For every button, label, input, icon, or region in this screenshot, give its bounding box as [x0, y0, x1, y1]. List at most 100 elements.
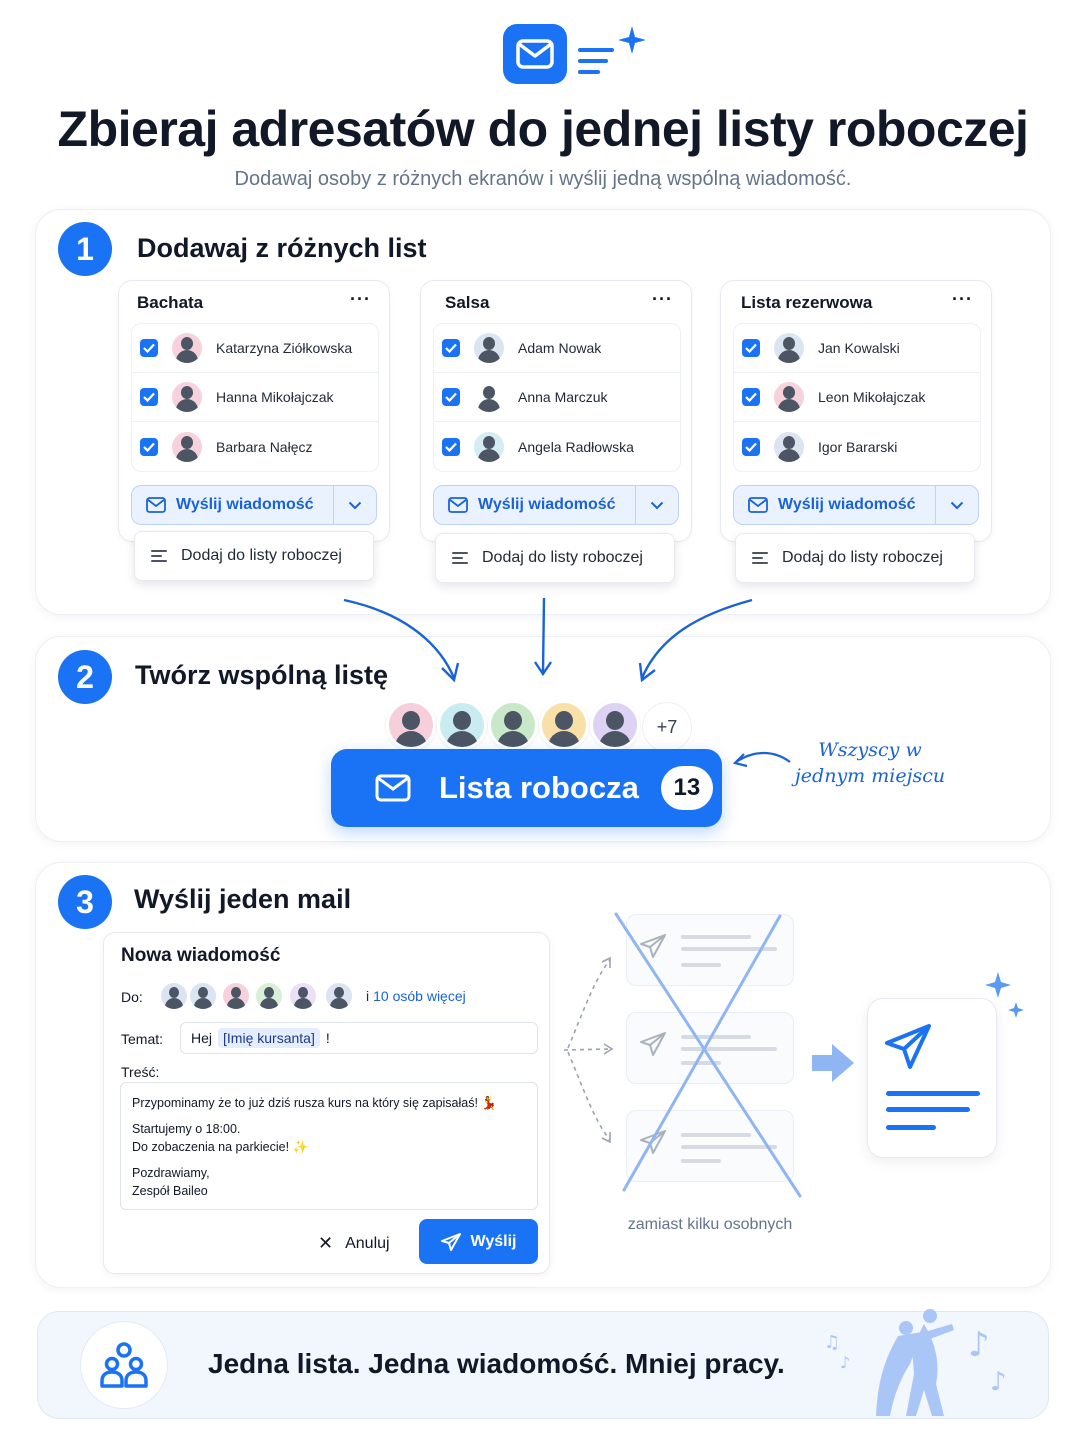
member-row[interactable]: Leon Mikołajczak	[734, 373, 980, 422]
send-message-label: Wyślij wiadomość	[176, 496, 314, 513]
dashed-split-arrows	[563, 956, 614, 1144]
cross-out-icon	[614, 912, 802, 1198]
subject-prefix: Hej	[191, 1030, 213, 1046]
add-to-draft-label: Dodaj do listy roboczej	[482, 549, 643, 566]
draft-list-button[interactable]: Lista robocza 13	[331, 749, 722, 827]
avatar	[774, 382, 804, 412]
instead-caption: zamiast kilku osobnych	[627, 1216, 793, 1233]
step1-badge: 1	[58, 222, 112, 276]
cancel-button[interactable]: ✕ Anuluj	[318, 1233, 390, 1254]
member-row[interactable]: Hanna Mikołajczak	[132, 373, 378, 422]
member-name: Igor Bararski	[818, 438, 898, 455]
list-card-reserve: Lista rezerwowa ··· Jan Kowalski Leon Mi…	[720, 280, 992, 542]
avatar	[774, 333, 804, 363]
chevron-down-icon[interactable]	[636, 501, 678, 510]
checkbox-checked-icon[interactable]	[140, 437, 158, 456]
member-row[interactable]: Igor Bararski	[734, 422, 980, 471]
envelope-logo-icon	[503, 24, 567, 84]
step2-badge: 2	[58, 650, 112, 704]
more-menu-icon[interactable]: ···	[350, 289, 371, 309]
footer-banner: Jedna lista. Jedna wiadomość. Mniej prac…	[37, 1309, 1049, 1419]
paper-plane-icon	[640, 1032, 666, 1056]
envelope-icon	[448, 497, 468, 513]
send-button[interactable]: Wyślij	[419, 1219, 538, 1264]
checkbox-checked-icon[interactable]	[140, 339, 158, 357]
body-line: Przypominamy że to już dziś rusza kurs n…	[132, 1096, 497, 1110]
member-name: Barbara Nałęcz	[216, 438, 313, 455]
message-body-textarea[interactable]: Przypominamy że to już dziś rusza kurs n…	[120, 1082, 538, 1210]
checkbox-checked-icon[interactable]	[442, 339, 460, 357]
chevron-down-icon[interactable]	[936, 501, 978, 510]
avatar	[290, 983, 316, 1009]
step1-title: Dodawaj z różnych list	[137, 233, 427, 263]
list-icon	[151, 550, 167, 562]
flow-arrows	[343, 597, 753, 683]
member-row[interactable]: Adam Nowak	[434, 324, 680, 373]
separate-email-card	[626, 1110, 794, 1182]
avatar	[172, 382, 202, 412]
dancing-couple-icon: ♫ ♪ ♪ ♪	[824, 1309, 1007, 1416]
checkbox-checked-icon[interactable]	[442, 437, 460, 456]
subject-suffix: !	[325, 1030, 330, 1046]
more-menu-icon[interactable]: ···	[952, 289, 973, 309]
body-label: Treść:	[121, 1064, 160, 1080]
list-icon	[452, 552, 468, 564]
step3-badge: 3	[58, 875, 112, 929]
subject-label: Temat:	[121, 1031, 164, 1047]
send-message-button[interactable]: Wyślij wiadomość	[132, 486, 334, 524]
send-message-label: Wyślij wiadomość	[478, 496, 616, 513]
send-message-split-button: Wyślij wiadomość	[433, 485, 679, 525]
member-row[interactable]: Anna Marczuk	[434, 373, 680, 422]
send-message-button[interactable]: Wyślij wiadomość	[434, 486, 636, 524]
step2-title: Twórz wspólną listę	[135, 660, 389, 690]
avatar	[774, 431, 804, 462]
add-to-draft-list-item[interactable]: Dodaj do listy roboczej	[735, 533, 975, 583]
avatar	[488, 700, 538, 750]
more-menu-icon[interactable]: ···	[652, 289, 673, 309]
list-name: Bachata	[137, 293, 204, 312]
curved-arrow-icon	[732, 751, 791, 768]
checkbox-checked-icon[interactable]	[742, 388, 760, 406]
member-name: Angela Radłowska	[518, 438, 634, 455]
send-message-button[interactable]: Wyślij wiadomość	[734, 486, 936, 524]
member-row[interactable]: Katarzyna Ziółkowska	[132, 324, 378, 373]
member-row[interactable]: Angela Radłowska	[434, 422, 680, 471]
checkbox-checked-icon[interactable]	[742, 339, 760, 357]
chevron-down-icon[interactable]	[334, 501, 376, 510]
member-name: Katarzyna Ziółkowska	[216, 340, 353, 356]
arrow-right-icon	[812, 1044, 854, 1082]
sparkle-icon	[985, 972, 1024, 1018]
member-name: Hanna Mikołajczak	[216, 389, 334, 405]
avatar	[474, 431, 504, 462]
member-row[interactable]: Jan Kowalski	[734, 324, 980, 373]
avatar	[172, 431, 202, 462]
add-to-draft-list-item[interactable]: Dodaj do listy roboczej	[134, 531, 374, 581]
more-count-badge: +7	[642, 702, 692, 752]
close-icon: ✕	[318, 1233, 334, 1253]
people-group-icon	[80, 1321, 168, 1409]
name-placeholder-chip[interactable]: [Imię kursanta]	[218, 1028, 320, 1048]
member-name: Leon Mikołajczak	[818, 389, 926, 405]
paper-plane-icon	[885, 1024, 931, 1069]
avatar	[190, 983, 216, 1009]
checkbox-checked-icon[interactable]	[742, 437, 760, 456]
member-row[interactable]: Barbara Nałęcz	[132, 422, 378, 471]
avatar	[539, 700, 589, 750]
subject-input[interactable]: Hej [Imię kursanta] !	[180, 1022, 538, 1054]
body-line: Do zobaczenia na parkiecie! ✨	[132, 1140, 309, 1154]
checkbox-checked-icon[interactable]	[442, 388, 460, 406]
svg-text:♪: ♪	[840, 1353, 850, 1372]
draft-list-label: Lista robocza	[439, 770, 639, 805]
checkbox-checked-icon[interactable]	[140, 388, 158, 406]
member-name: Adam Nowak	[518, 340, 602, 356]
member-name: Anna Marczuk	[518, 389, 608, 405]
and-text: i	[366, 988, 370, 1004]
single-email-card	[867, 998, 997, 1158]
handwritten-note: Wszyscy w jednym miejscu	[790, 737, 950, 789]
add-to-draft-list-item[interactable]: Dodaj do listy roboczej	[435, 533, 675, 583]
list-card-salsa: Salsa ··· Adam Nowak Anna Marczuk Angela…	[420, 280, 692, 542]
send-message-split-button: Wyślij wiadomość	[131, 485, 377, 525]
avatar	[326, 983, 352, 1009]
